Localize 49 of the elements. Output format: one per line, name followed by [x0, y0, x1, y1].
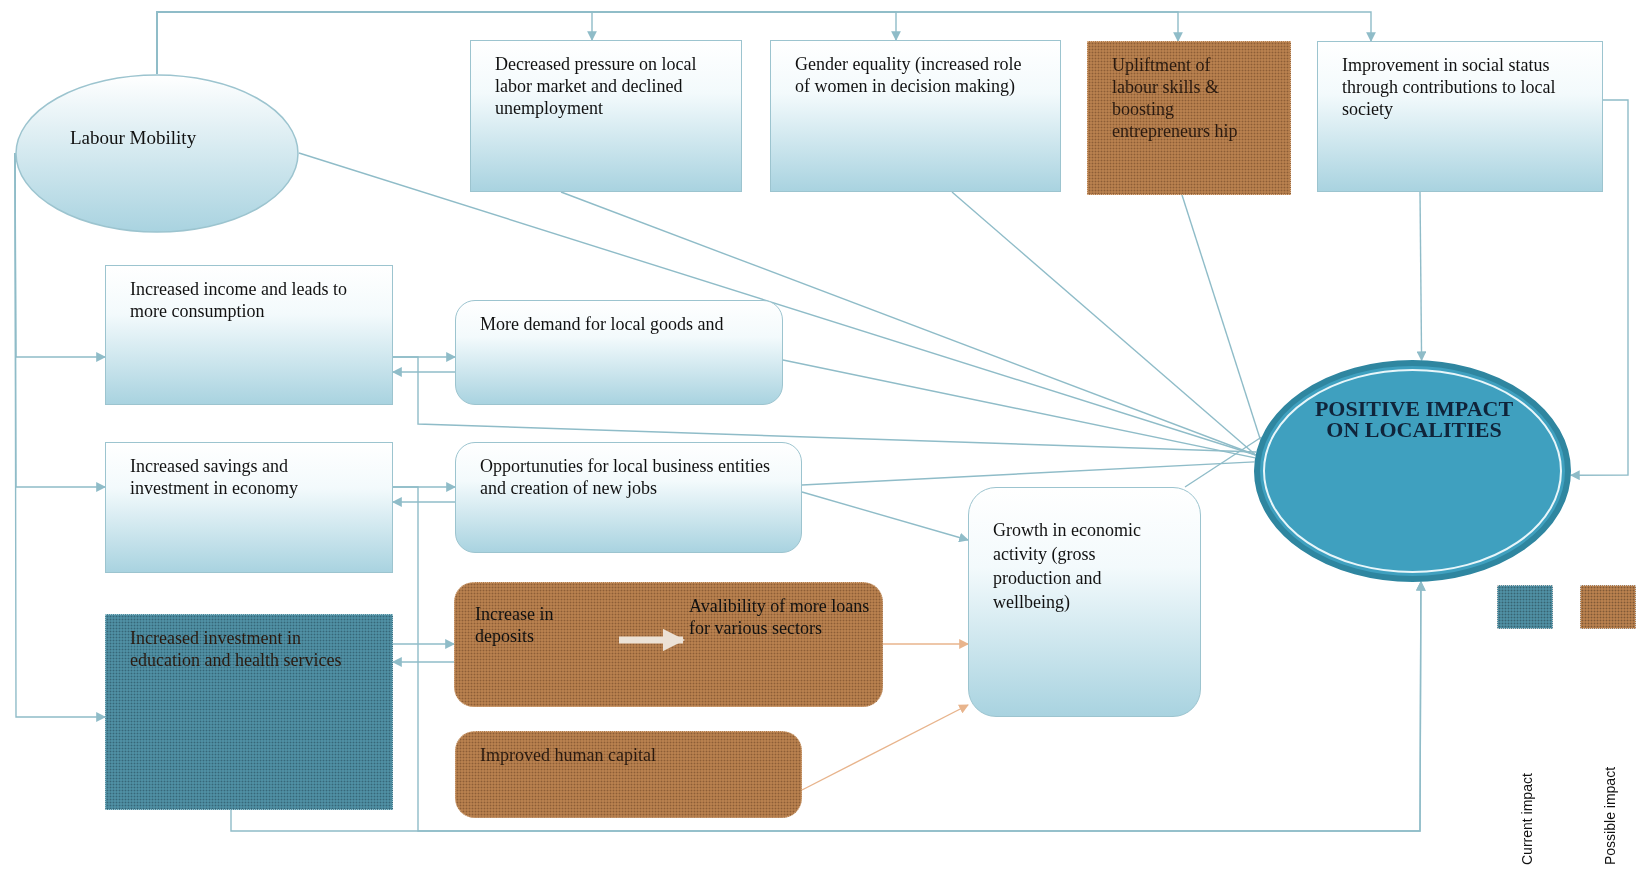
node-label: Decreased pressure on local labor market and declined unemployment [494, 53, 698, 119]
node-label: Increased investment in education and health services [129, 627, 343, 671]
rounded-box [455, 731, 802, 818]
node-label: Upliftment of labour skills & boosting entrepreneurs hip [1111, 54, 1239, 142]
arrow [882, 639, 969, 649]
rounded-box [454, 582, 883, 707]
node-label: Increase in deposits [474, 603, 555, 648]
arrow [392, 657, 455, 667]
process-box [1087, 41, 1291, 195]
process-box [470, 40, 742, 192]
legend-label: Current impact [1519, 773, 1535, 865]
rounded-box [968, 487, 1201, 717]
arrow [1416, 191, 1427, 362]
connector-line [1181, 194, 1262, 441]
node-label: Growth in economic activity (gross production and wellbeing) [992, 519, 1142, 614]
legend-label: Possible impact [1602, 766, 1618, 865]
process-box [770, 40, 1061, 192]
rounded-box [455, 442, 802, 553]
node-label: Improved human capital [479, 744, 657, 766]
arrow [392, 486, 1426, 832]
arrow [801, 491, 969, 543]
node-label: More demand for local goods and [479, 313, 725, 335]
connector-line [782, 359, 1256, 459]
node-label: Labour Mobility [70, 126, 198, 149]
result-ellipse [1254, 360, 1571, 582]
connector-line [951, 191, 1257, 456]
process-box [105, 614, 393, 810]
process-box [105, 442, 393, 573]
node-label: Avalibility of more loans for various sectors [688, 595, 871, 640]
rounded-box [455, 300, 783, 405]
arrow [392, 639, 455, 649]
process-box [105, 265, 393, 405]
arrow [1569, 99, 1629, 481]
connector-line [298, 152, 1257, 456]
arrow [392, 497, 456, 507]
connector-line [560, 191, 1257, 456]
connector-line [392, 356, 1257, 453]
node-label: Increased income and leads to more consumption [129, 278, 348, 322]
connector-line [801, 461, 1256, 486]
arrow [801, 704, 969, 791]
node-label: POSITIVE IMPACT ON LOCALITIES [1314, 398, 1514, 440]
ellipse-node [15, 74, 299, 233]
process-box [1317, 41, 1603, 192]
node-label: Improvement in social status through contributions to local society [1341, 54, 1557, 120]
arrow [392, 367, 456, 377]
connector-line [1184, 436, 1263, 488]
node-label: Opportunuties for local business entities and creation of new jobs [479, 455, 771, 499]
node-label: Gender equality (increased role of women in decision making) [794, 53, 1023, 97]
node-label: Increased savings and investment in economy [129, 455, 299, 499]
